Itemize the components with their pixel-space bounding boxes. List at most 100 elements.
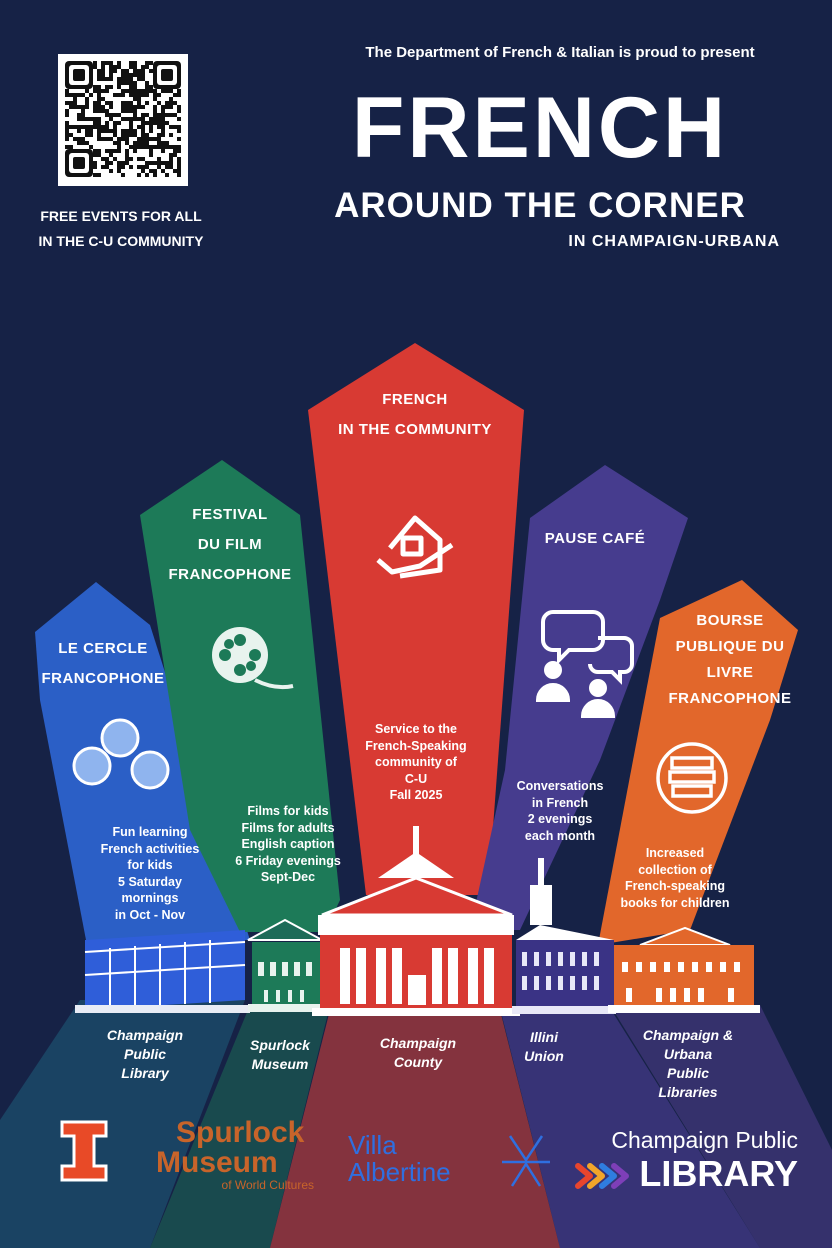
library-logo-line-2: LIBRARY <box>639 1153 798 1194</box>
venue-caption-line: Public <box>666 1065 709 1081</box>
spurlock-logo-tagline: of World Cultures <box>221 1178 314 1192</box>
panel-2-desc-line: Sept-Dec <box>260 870 316 884</box>
urbana-library-building <box>608 926 760 1013</box>
page-subtitle: AROUND THE CORNER <box>334 186 746 225</box>
panel-2-title-line: FRANCOPHONE <box>168 566 292 583</box>
panel-5-title-line: BOURSE <box>696 612 764 629</box>
panel-1-description: Fun learning French activities for kids … <box>80 824 220 923</box>
panel-2-desc-line: Films for kids <box>247 804 329 818</box>
books-icon <box>656 742 728 814</box>
villa-albertine-logo: Villa Albertine <box>348 1132 508 1186</box>
venue-caption-3: Champaign County <box>358 1034 478 1072</box>
venue-caption-2: Spurlock Museum <box>230 1036 330 1074</box>
free-line-2: IN THE C-U COMMUNITY <box>38 233 204 249</box>
panel-5-title-line: LIVRE <box>706 664 754 681</box>
panel-5-desc-line: books for children <box>620 895 730 910</box>
panel-purple-shape <box>470 465 688 930</box>
panel-2-title-line: DU FILM <box>197 536 263 553</box>
library-logo-line-1: Champaign Public <box>611 1127 798 1153</box>
house-in-hand-icon <box>376 515 454 579</box>
venue-caption-line: Urbana <box>663 1046 713 1062</box>
villa-logo-line-2: Albertine <box>348 1157 451 1187</box>
panel-5-desc-line: collection of <box>638 862 712 877</box>
illinois-logo-icon <box>60 1120 108 1182</box>
panel-5-title: BOURSE PUBLIQUE DU LIVRE FRANCOPHONE <box>660 608 800 712</box>
spurlock-building <box>247 918 328 1012</box>
villa-albertine-mark-icon <box>502 1135 550 1187</box>
panel-3-title-line: FRENCH <box>382 391 448 408</box>
children-faces-icon <box>72 718 170 790</box>
purple-beam <box>500 1008 760 1248</box>
blue-beam <box>0 1000 245 1248</box>
venue-caption-line: Spurlock <box>250 1037 310 1053</box>
free-line-1: FREE EVENTS FOR ALL <box>40 208 202 224</box>
venue-caption-line: Union <box>524 1048 564 1064</box>
panel-1-title-line: LE CERCLE <box>58 640 148 657</box>
panel-3-desc-line: French-Speaking <box>365 738 467 753</box>
panel-5-desc-line: French-speaking <box>624 879 726 893</box>
venue-caption-line: Champaign <box>379 1035 457 1051</box>
library-chevron-icon <box>575 1163 629 1189</box>
panel-5-description: Increased collection of French-speaking … <box>605 845 745 911</box>
panel-4-desc-line: each month <box>524 828 596 843</box>
venue-caption-5: Champaign & Urbana Public Libraries <box>628 1026 748 1102</box>
orange-beam <box>610 1005 832 1248</box>
panel-1-desc-line: mornings <box>121 891 179 905</box>
venue-caption-line: Library <box>121 1065 169 1081</box>
panel-2-desc-line: English caption <box>241 837 335 851</box>
venue-caption-line: Public <box>123 1046 166 1062</box>
panel-2-description: Films for kids Films for adults English … <box>220 803 356 886</box>
panel-3-title: FRENCH IN THE COMMUNITY <box>315 385 515 445</box>
spurlock-logo: Spurlock Museum of World Cultures <box>156 1116 326 1193</box>
panel-3-description: Service to the French-Speaking community… <box>346 721 486 804</box>
venue-caption-line: Champaign & <box>642 1027 734 1043</box>
panel-green-shape <box>140 460 340 932</box>
panel-1-desc-line: Fun learning <box>112 825 188 839</box>
venue-caption-line: Champaign <box>106 1027 184 1043</box>
panel-3-desc-line: C-U <box>404 771 428 786</box>
panel-5-title-line: PUBLIQUE DU <box>675 638 785 655</box>
spurlock-logo-line-1: Spurlock <box>176 1116 305 1149</box>
panel-2-desc-line: 6 Friday evenings <box>235 853 341 868</box>
panel-5-title-line: FRANCOPHONE <box>668 690 792 707</box>
panel-orange-shape <box>598 580 798 945</box>
venue-caption-1: Champaign Public Library <box>95 1026 195 1083</box>
panel-4-desc-line: in French <box>531 795 589 810</box>
courthouse-building <box>312 826 520 1016</box>
panel-3-desc-line: Fall 2025 <box>389 788 443 802</box>
panel-2-desc-line: Films for adults <box>241 820 335 835</box>
panel-2-title-line: FESTIVAL <box>192 506 268 523</box>
panel-5-desc-line: Increased <box>645 846 705 860</box>
green-beam <box>150 1005 330 1248</box>
spurlock-logo-line-2: Museum <box>156 1146 278 1179</box>
panel-3-desc-line: community of <box>375 755 457 769</box>
villa-logo-line-1: Villa <box>348 1130 397 1160</box>
panel-4-desc-line: Conversations <box>516 779 604 793</box>
panel-1-title: LE CERCLE FRANCOPHONE <box>18 634 188 694</box>
panel-1-desc-line: for kids <box>127 858 173 872</box>
free-events-notice: FREE EVENTS FOR ALL IN THE C-U COMMUNITY <box>18 204 224 254</box>
panel-4-desc-line: 2 evenings <box>527 812 593 826</box>
page-title: FRENCH <box>351 80 729 176</box>
champaign-library-logo: Champaign Public LIBRARY <box>588 1126 798 1194</box>
union-building <box>512 858 616 1014</box>
panel-4-description: Conversations in French 2 evenings each … <box>490 778 630 844</box>
panel-red-shape <box>308 343 524 895</box>
header-intro: The Department of French & Italian is pr… <box>365 44 755 61</box>
panel-1-title-line: FRANCOPHONE <box>41 670 165 687</box>
conversation-icon <box>535 610 634 718</box>
panel-3-desc-line: Service to the <box>375 722 457 736</box>
venue-caption-4: Illini Union <box>504 1028 584 1066</box>
panel-2-title: FESTIVAL DU FILM FRANCOPHONE <box>145 500 315 590</box>
panel-4-title: PAUSE CAFÉ <box>525 524 665 554</box>
venue-caption-line: Illini <box>530 1029 558 1045</box>
venue-caption-line: County <box>393 1054 443 1070</box>
library-building <box>75 930 250 1013</box>
red-beam <box>270 1010 560 1248</box>
venue-caption-line: Museum <box>251 1056 309 1072</box>
panel-4-title-line: PAUSE CAFÉ <box>544 530 646 547</box>
qr-code[interactable] <box>58 54 188 186</box>
location-label: IN CHAMPAIGN-URBANA <box>568 233 780 250</box>
panel-3-title-line: IN THE COMMUNITY <box>338 421 492 438</box>
